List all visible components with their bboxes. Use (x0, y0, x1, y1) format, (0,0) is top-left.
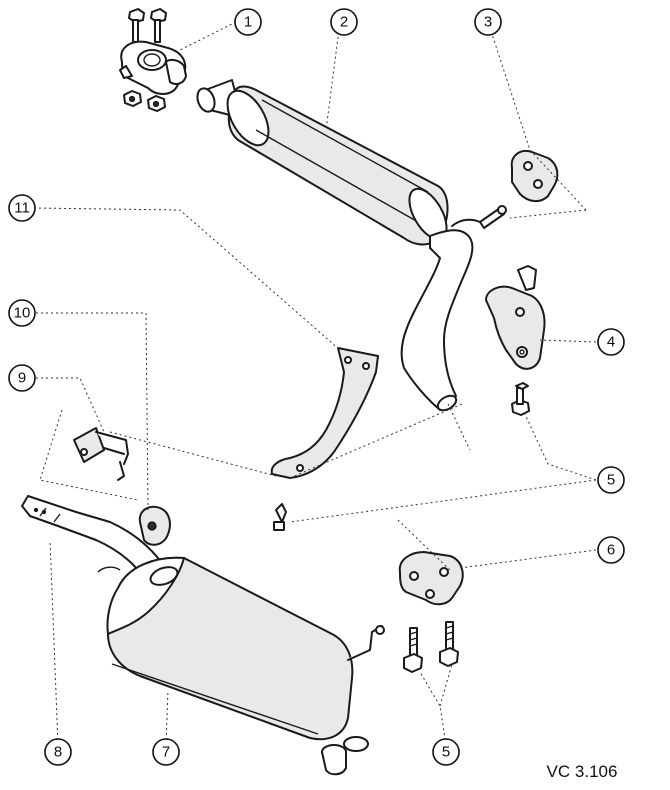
callout-4: 4 (597, 328, 625, 356)
callout-number: 9 (18, 370, 26, 387)
callout-number: 6 (607, 542, 615, 559)
rear-mounting-rubber (398, 551, 464, 606)
rubber-insulator (138, 505, 171, 546)
clamp-bolt (128, 8, 145, 43)
callout-number: 4 (607, 334, 615, 351)
clamp-nut (147, 95, 166, 112)
rubber-mounting (479, 150, 559, 229)
rear-mounting-bolt (403, 627, 423, 673)
callout-number: 1 (244, 14, 252, 31)
callout-9: 9 (8, 364, 36, 392)
callout-11: 11 (8, 194, 36, 222)
clamp-nut (123, 90, 142, 107)
callout-number: 7 (162, 744, 170, 761)
callout-8: 8 (44, 738, 72, 766)
callout-number: 5 (442, 744, 450, 761)
callout-number: 5 (607, 472, 615, 489)
callout-number: 10 (14, 305, 31, 322)
callout-10: 10 (8, 299, 36, 327)
callout-number: 3 (484, 14, 492, 31)
callout-2: 2 (330, 8, 358, 36)
strap-bracket (270, 347, 379, 479)
callout-number: 2 (340, 14, 348, 31)
bracket-bolt (511, 382, 530, 416)
callout-3: 3 (474, 8, 502, 36)
callout-5-lower: 5 (432, 738, 460, 766)
rear-silencer (97, 556, 385, 776)
callout-number: 8 (54, 744, 62, 761)
leader-lines (33, 21, 597, 746)
front-clamp-assembly (119, 8, 187, 112)
rear-mounting-bolt (439, 621, 459, 667)
reference-code: VC 3.106 (547, 762, 618, 781)
tailpipe-bracket (73, 427, 129, 481)
callout-5-upper: 5 (597, 466, 625, 494)
bracket-bolt (273, 503, 287, 531)
callout-1: 1 (234, 8, 262, 36)
callout-7: 7 (152, 738, 180, 766)
clamp-bolt (150, 8, 167, 43)
front-silencer (196, 79, 485, 412)
mounting-bracket (485, 265, 546, 370)
callout-6: 6 (597, 536, 625, 564)
callout-number: 11 (14, 200, 30, 217)
